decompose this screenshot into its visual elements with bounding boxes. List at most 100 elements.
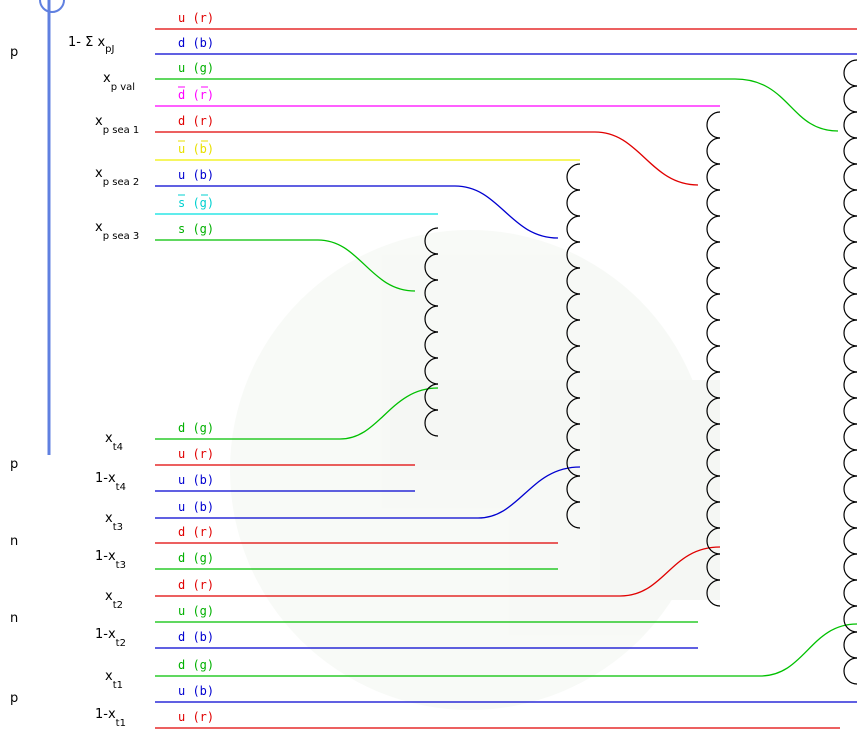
quark-label: d (g) [178, 421, 214, 435]
gluon-loop [706, 501, 721, 529]
proton-axis [39, 0, 65, 455]
gluon-loop [843, 293, 857, 321]
momentum-labels: xp val xp sea 1 xp sea 2 xp sea 3 xt4 1-… [95, 71, 139, 729]
quark-label: u (r) [178, 11, 214, 25]
gluon-loop [706, 137, 721, 165]
momentum-label: 1-xt4 [95, 471, 126, 493]
momentum-label: xp sea 2 [95, 166, 139, 188]
nucleon-label: n [10, 534, 18, 549]
quark-label: d (r) [178, 578, 214, 592]
gluon-loop [843, 371, 857, 399]
gluon-loop [843, 527, 857, 555]
momentum-label: xt4 [105, 431, 123, 453]
quark-line [155, 78, 839, 132]
gluon-loop [706, 189, 721, 217]
momentum-label: xt3 [105, 511, 123, 533]
gluon-loop [566, 501, 581, 529]
gluon-loop [843, 579, 857, 607]
quark-line [155, 131, 699, 186]
gluon-loop [843, 501, 857, 529]
quark-label: d (g) [178, 551, 214, 565]
gluon-loop [566, 215, 581, 243]
gluon-loop [424, 409, 439, 437]
quark-label: d (r) [178, 88, 214, 102]
gluon-loop [843, 215, 857, 243]
quark-label: u (r) [178, 447, 214, 461]
quark-label: u (b) [178, 142, 214, 156]
gluon-loop [706, 319, 721, 347]
gluon-loop [843, 423, 857, 451]
gluon-loop [706, 397, 721, 425]
quark-lines [155, 28, 857, 729]
gluon-loop [843, 553, 857, 581]
gluon-loop [706, 579, 721, 607]
gluon-loop [843, 605, 857, 633]
momentum-label: xt1 [105, 669, 123, 691]
gluon-loop [706, 449, 721, 477]
quark-label: d (r) [178, 525, 214, 539]
gluon-loop [424, 279, 439, 307]
gluon-loop [843, 631, 857, 659]
gluon-loop [706, 267, 721, 295]
quark-label: d (b) [178, 36, 214, 50]
momentum-label: xp sea 1 [95, 114, 139, 136]
gluon-loop [424, 253, 439, 281]
nucleon-label: p [10, 45, 18, 60]
quark-line [155, 185, 559, 239]
quark-line [155, 623, 857, 677]
momentum-label: xp val [103, 71, 135, 93]
quark-label: u (b) [178, 684, 214, 698]
quark-label: u (g) [178, 61, 214, 75]
gluon-loop [706, 215, 721, 243]
gluon-loop [843, 449, 857, 477]
quark-line [155, 239, 416, 292]
gluon-loop [843, 137, 857, 165]
nucleon-label: p [10, 691, 18, 706]
gluon-loop [566, 475, 581, 503]
quark-label: u (b) [178, 473, 214, 487]
gluon-loop [424, 227, 439, 255]
gluon-loop [424, 383, 439, 411]
quark-label: s (g) [178, 222, 214, 236]
gluon-loop [566, 371, 581, 399]
gluon-loop [843, 657, 857, 685]
quark-label: s (g) [178, 196, 214, 210]
gluon-loop [566, 345, 581, 373]
gluon-loop [566, 163, 581, 191]
gluon-loop [706, 553, 721, 581]
gluon-loop [706, 345, 721, 373]
gluon-loop [566, 189, 581, 217]
momentum-label: xt2 [105, 589, 123, 611]
quark-label: u (b) [178, 168, 214, 182]
gluon-loop [566, 423, 581, 451]
gluon-loop [706, 527, 721, 555]
gluon-chains [424, 59, 857, 685]
nucleon-label: p [10, 457, 18, 472]
gluon-loop [566, 241, 581, 269]
quark-line [155, 466, 581, 519]
gluon-loop [843, 475, 857, 503]
gluon-loop [706, 371, 721, 399]
gluon-loop [566, 293, 581, 321]
quark-label: u (r) [178, 710, 214, 724]
gluon-loop [566, 319, 581, 347]
quark-label: d (b) [178, 630, 214, 644]
quark-labels: u (r) d (b) u (g) d (r) d (r) u (b) u (b… [178, 11, 214, 724]
gluon-loop [843, 397, 857, 425]
quark-line [155, 546, 721, 597]
gluon-loop [706, 293, 721, 321]
quark-label: u (g) [178, 604, 214, 618]
momentum-sum-label: 1- Σ xpJ [68, 35, 114, 55]
quark-line [155, 387, 439, 440]
gluon-loop [566, 267, 581, 295]
gluon-loop [843, 267, 857, 295]
gluon-loop [706, 241, 721, 269]
gluon-loop [706, 423, 721, 451]
gluon-loop [424, 331, 439, 359]
quark-label: u (b) [178, 500, 214, 514]
gluon-loop [843, 319, 857, 347]
gluon-loop [706, 475, 721, 503]
nucleon-label: n [10, 611, 18, 626]
gluon-loop [843, 241, 857, 269]
